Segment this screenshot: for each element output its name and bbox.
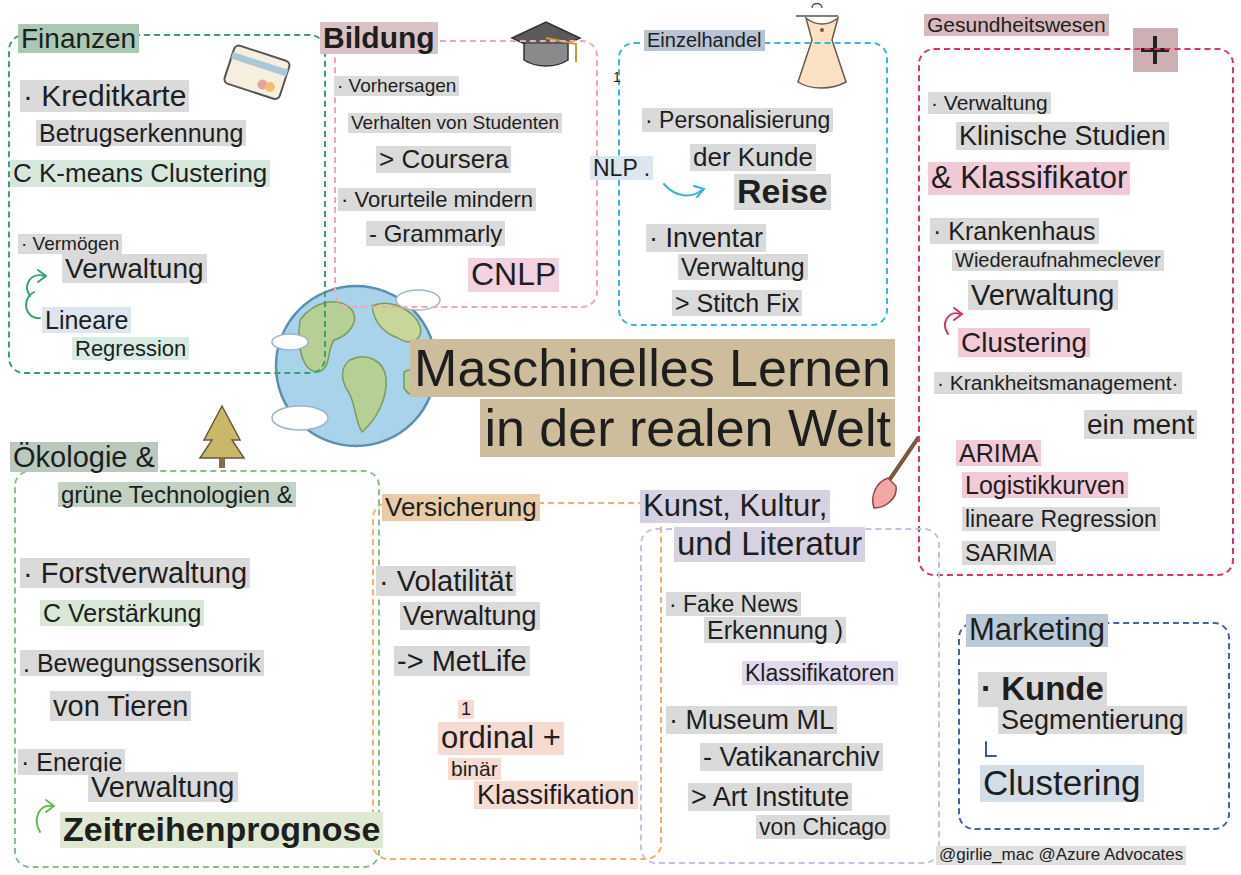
sector-item: · Forstverwaltung [20, 558, 250, 588]
sector-item: ARIMA [956, 440, 1041, 466]
sector-item: Regression [72, 337, 189, 360]
sector-heading: Kunst, Kultur, [640, 490, 830, 523]
sector-item: 1 [458, 700, 474, 719]
sector-item: & Klassifikator [928, 162, 1130, 195]
tree-icon [200, 406, 244, 468]
sector-item: Logistikkurven [962, 472, 1128, 498]
plus-symbol [1133, 28, 1178, 72]
sector-item: Klinische Studien [956, 122, 1169, 150]
sector-item: Klassifikatoren [742, 661, 898, 685]
sector-item: C K-means Clustering [10, 160, 270, 187]
sector-item: CNLP [468, 258, 559, 292]
sector-item: · Vorhersagen [334, 76, 459, 96]
sector-item: · Volatilität [376, 566, 516, 596]
sector-item: Zeitreihenprognose [60, 812, 383, 848]
sector-item: ordinal + [438, 722, 564, 755]
sector-item: · Personalisierung [642, 108, 833, 132]
sector-heading: Bildung [320, 22, 438, 54]
sector-panel: Bildung· VorhersagenVerhalten von Studen… [334, 40, 598, 308]
sector-item: > Art Institute [688, 783, 852, 811]
sector-item: Lineare [42, 307, 131, 333]
sector-item: · Krankenhaus [930, 218, 1099, 244]
sector-item: Verwaltung [678, 254, 808, 280]
sector-heading: Gesundheitswesen [924, 14, 1109, 36]
sector-item: binär [448, 758, 501, 780]
sector-panel: Finanzen· KreditkarteBetrugserkennungC K… [8, 34, 326, 374]
sector-item: grüne Technologien & [58, 482, 296, 507]
graduation-cap-icon [512, 22, 580, 66]
sector-item: - Grammarly [366, 221, 505, 246]
sector-item: - Vatikanarchiv [700, 743, 883, 771]
sector-item: · Fake News [666, 592, 801, 616]
sector-item: Verwaltung [62, 254, 207, 283]
sector-item: Betrugserkennung [36, 120, 246, 146]
doodle-arrows [26, 184, 996, 832]
sector-item: · Krankheitsmanagement· [934, 372, 1182, 394]
sector-item: lineare Regression [962, 507, 1160, 531]
sector-item: Segmentierung [998, 706, 1187, 734]
sector-item: der Kunde [690, 144, 816, 171]
dress-icon [796, 4, 846, 89]
sector-panel: Marketing· KundeSegmentierungClustering [958, 622, 1230, 830]
sector-item: . Bewegungssensorik [20, 650, 264, 676]
sector-item: von Chicago [756, 815, 890, 839]
sector-item: -> MetLife [394, 646, 530, 676]
sector-item: Verwaltung [88, 772, 238, 802]
sector-item: Clustering [958, 328, 1090, 357]
sector-item: Klassifikation [474, 781, 638, 809]
margin-mark: 1 [610, 70, 624, 85]
sector-panel: Einzelhandel· PersonalisierungNLP .der K… [618, 42, 888, 326]
sector-item: · Inventar [646, 224, 766, 252]
sector-heading: Versicherung [382, 494, 540, 521]
sector-item: · Kreditkarte [20, 80, 189, 112]
sector-panel: Kunst, Kultur,und Literatur· Fake NewsEr… [640, 528, 940, 864]
sector-item: Clustering [980, 765, 1144, 802]
credit-card-icon [223, 44, 291, 100]
sector-item: Verhalten von Studenten [348, 113, 562, 133]
sector-heading: Finanzen [18, 24, 139, 53]
credit-note: @girlie_mac @Azure Advocates [936, 846, 1186, 865]
sector-item: · Vorurteile mindern [338, 188, 536, 211]
sector-item: und Literatur [674, 527, 865, 562]
sector-item: von Tieren [50, 691, 191, 721]
sector-item: · Verwaltung [928, 92, 1051, 114]
sector-item: Verwaltung [968, 280, 1118, 310]
sector-item: · Vermögen [18, 234, 122, 254]
sector-heading: Einzelhandel [644, 30, 765, 51]
sector-item: · Museum ML [666, 706, 837, 734]
diagram-title: Maschinelles Lernen in der realen Welt [375, 338, 895, 458]
sector-panel: Versicherung· VolatilitätVerwaltung-> Me… [372, 502, 662, 860]
sector-panel: Gesundheitswesen· VerwaltungKlinische St… [918, 48, 1234, 576]
sector-heading: Marketing [966, 614, 1108, 647]
sector-item: NLP . [590, 156, 653, 180]
sector-item: Erkennung ) [704, 617, 846, 643]
title-text: Maschinelles Lernen in der realen Welt [410, 339, 895, 457]
sector-item: Verwaltung [400, 602, 540, 630]
sector-item: > Stitch Fix [672, 290, 802, 316]
sector-item: Wiederaufnahmeclever [952, 250, 1164, 271]
sector-item: ein ment [1084, 410, 1197, 439]
sector-panel: Ökologie &grüne Technologien &· Forstver… [14, 470, 380, 868]
sector-item: > Coursera [376, 146, 511, 173]
sector-item: · Kunde [978, 672, 1107, 707]
sector-heading: Ökologie & [10, 442, 158, 472]
sector-item: C Verstärkung [40, 600, 204, 626]
sector-item: Reise [734, 174, 831, 210]
sector-item: SARIMA [962, 541, 1056, 565]
